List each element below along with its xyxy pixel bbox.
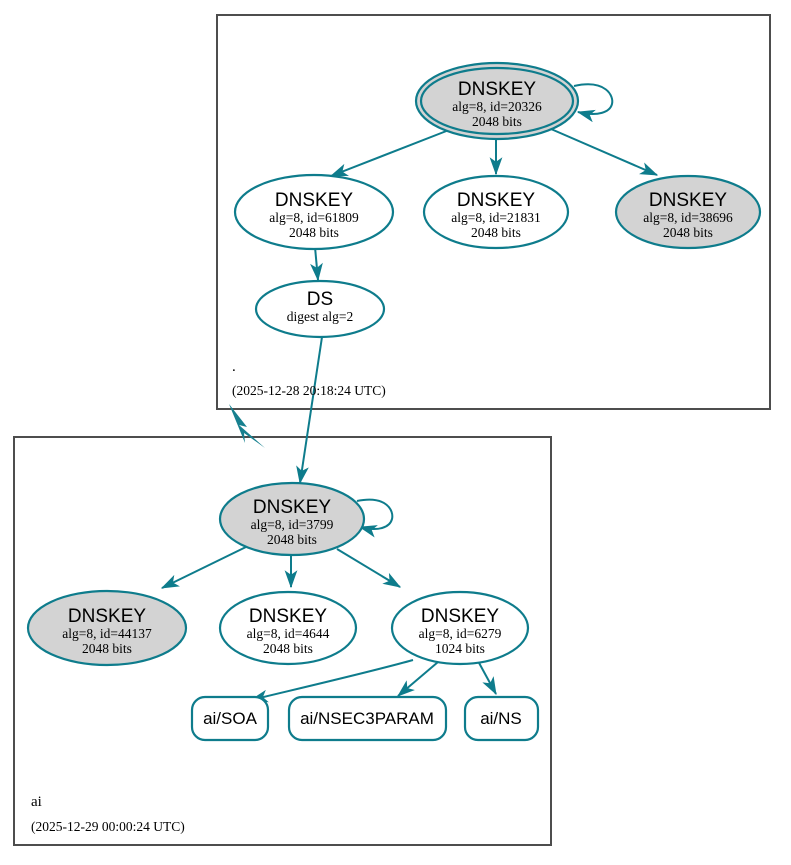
node-title: DS xyxy=(307,289,333,310)
node-line2: digest alg=2 xyxy=(287,309,353,324)
node-line2: alg=8, id=21831 xyxy=(451,210,540,225)
edge-ds-to-ai-ksk xyxy=(296,336,323,485)
node-dnskey-20326[interactable]: DNSKEY alg=8, id=20326 2048 bits xyxy=(414,61,580,141)
node-dnskey-38696[interactable]: DNSKEY alg=8, id=38696 2048 bits xyxy=(614,174,762,250)
node-dnskey-6279[interactable]: DNSKEY alg=8, id=6279 1024 bits xyxy=(390,590,530,666)
node-title: DNSKEY xyxy=(649,190,727,211)
node-title: DNSKEY xyxy=(458,79,536,100)
edge-6279-to-ns xyxy=(477,660,497,696)
node-line2: alg=8, id=38696 xyxy=(643,210,733,225)
edge-root-ksk-to-38696 xyxy=(550,128,659,176)
edge-6279-to-soa xyxy=(249,659,414,703)
node-dnskey-4644[interactable]: DNSKEY alg=8, id=4644 2048 bits xyxy=(218,590,358,666)
node-line3: 2048 bits xyxy=(263,641,313,656)
node-dnskey-3799[interactable]: DNSKEY alg=8, id=3799 2048 bits xyxy=(218,481,366,557)
node-line3: 2048 bits xyxy=(267,532,317,547)
node-dnskey-61809[interactable]: DNSKEY alg=8, id=61809 2048 bits xyxy=(233,173,395,251)
node-line2: alg=8, id=20326 xyxy=(452,99,542,114)
node-line3: 2048 bits xyxy=(471,225,521,240)
node-line2: alg=8, id=44137 xyxy=(62,626,152,641)
node-title: DNSKEY xyxy=(275,190,353,211)
node-rrset-ai-ns[interactable]: ai/NS xyxy=(463,695,540,742)
node-line3: 1024 bits xyxy=(435,641,485,656)
node-line2: alg=8, id=6279 xyxy=(419,626,502,641)
edge-ai-ksk-to-6279 xyxy=(336,548,402,588)
zone-label-ai: ai xyxy=(31,794,42,810)
edge-ai-ksk-to-44137 xyxy=(160,545,249,589)
zone-timestamp-root: (2025-12-28 20:18:24 UTC) xyxy=(232,383,386,398)
node-line3: 2048 bits xyxy=(663,225,713,240)
edge-6279-to-nsec3param xyxy=(397,661,439,697)
edge-self-sign-root-ksk xyxy=(573,83,614,123)
node-title: DNSKEY xyxy=(68,606,146,627)
zone-box-root xyxy=(216,14,771,410)
zone-timestamp-ai: (2025-12-29 00:00:24 UTC) xyxy=(31,819,185,834)
node-title: DNSKEY xyxy=(253,497,331,518)
node-dnskey-44137[interactable]: DNSKEY alg=8, id=44137 2048 bits xyxy=(26,589,188,667)
node-rrset-ai-soa[interactable]: ai/SOA xyxy=(190,695,270,742)
node-line2: alg=8, id=3799 xyxy=(251,517,334,532)
rrset-label: ai/NS xyxy=(480,709,522,728)
edge-root-61809-to-ds xyxy=(310,246,323,282)
node-title: DNSKEY xyxy=(249,606,327,627)
node-line2: alg=8, id=4644 xyxy=(247,626,330,641)
zone-box-ai xyxy=(13,436,552,846)
edge-self-sign-ai-ksk xyxy=(356,498,394,538)
node-rrset-ai-nsec3param[interactable]: ai/NSEC3PARAM xyxy=(287,695,448,742)
node-line3: 2048 bits xyxy=(472,114,522,129)
node-line2: alg=8, id=61809 xyxy=(269,210,359,225)
node-line3: 2048 bits xyxy=(289,225,339,240)
node-ds-ai[interactable]: DS digest alg=2 xyxy=(254,279,386,339)
rrset-label: ai/SOA xyxy=(203,709,258,728)
edge-root-ksk-to-61809 xyxy=(329,129,450,177)
node-dnskey-21831[interactable]: DNSKEY alg=8, id=21831 2048 bits xyxy=(422,174,570,250)
rrset-label: ai/NSEC3PARAM xyxy=(300,709,434,728)
node-title: DNSKEY xyxy=(421,606,499,627)
node-line3: 2048 bits xyxy=(82,641,132,656)
zone-label-root: . xyxy=(232,359,236,375)
edge-delegation-root-to-ai xyxy=(229,404,265,448)
node-title: DNSKEY xyxy=(457,190,535,211)
